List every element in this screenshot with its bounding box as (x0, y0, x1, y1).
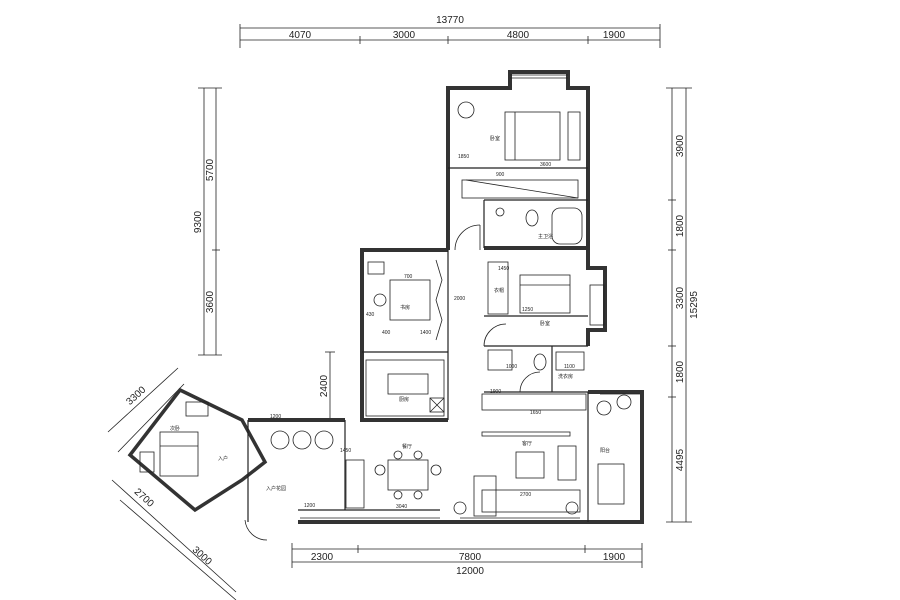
inner-dim: 2000 (454, 296, 465, 302)
exterior-walls (127, 70, 644, 524)
inner-dim: 1650 (530, 410, 541, 416)
dim-left-seg-2: 3600 (205, 290, 216, 313)
room-label-master-bed: 卧室 (490, 135, 500, 142)
interior-walls (247, 167, 589, 522)
inner-dim: 1850 (458, 154, 469, 160)
dim-left-total: 9300 (193, 210, 204, 233)
room-label-bedroom2: 卧室 (540, 320, 550, 327)
dim-top-total: 13770 (436, 15, 464, 26)
room-label-dining: 餐厅 (402, 443, 412, 450)
inner-dim: 1250 (522, 307, 533, 313)
dim-left-seg-1: 5700 (205, 158, 216, 181)
dim-left-small: 2400 (319, 374, 330, 397)
dim-top-seg-1: 4070 (289, 30, 312, 41)
room-label-study: 书房 (400, 304, 410, 311)
doors (244, 224, 541, 541)
dim-right-seg-2: 1800 (675, 214, 686, 237)
dim-wing-bottom: 3000 (190, 545, 214, 568)
inner-dim: 1200 (304, 503, 315, 509)
inner-dim: 1400 (420, 330, 431, 336)
room-label-closet: 衣帽 (494, 287, 504, 294)
inner-dim: 3040 (396, 504, 407, 510)
room-label-entrance: 入户 (218, 455, 228, 462)
inner-dim: 1100 (564, 364, 575, 370)
dim-top-seg-2: 3000 (393, 30, 416, 41)
dim-right-seg-4: 1800 (675, 360, 686, 383)
dimension-lines (107, 24, 692, 600)
inner-dim: 430 (366, 312, 375, 318)
room-label-foyer: 入户花园 (266, 485, 286, 492)
inner-dim: 900 (496, 172, 505, 178)
inner-dim: 1200 (270, 414, 281, 420)
inner-dim: 700 (404, 274, 413, 280)
room-label-laundry: 洗衣房 (558, 373, 573, 380)
inner-dim: 1000 (506, 364, 517, 370)
inner-dim: 3600 (540, 162, 551, 168)
dim-bottom-seg-3: 1900 (603, 552, 626, 563)
inner-dim: 400 (382, 330, 391, 336)
inner-dim: 1450 (340, 448, 351, 454)
room-label-living: 客厅 (522, 440, 532, 447)
windows (300, 74, 640, 519)
dim-right-seg-1: 3900 (675, 134, 686, 157)
inner-dim: 2700 (520, 492, 531, 498)
dim-right-total: 15295 (689, 291, 700, 319)
dim-bottom-total: 12000 (456, 566, 484, 577)
dim-top-seg-3: 4800 (507, 30, 530, 41)
dim-right-seg-5: 4495 (675, 448, 686, 471)
room-label-guest-bed: 次卧 (170, 425, 180, 432)
inner-dim: 1900 (490, 389, 501, 395)
room-label-kitchen: 厨房 (399, 396, 409, 403)
dim-right-seg-3: 3300 (675, 286, 686, 309)
room-label-balcony: 阳台 (600, 447, 610, 454)
dim-wing-top: 3300 (124, 384, 148, 407)
inner-dim: 1450 (498, 266, 509, 272)
dim-top-seg-4: 1900 (603, 30, 626, 41)
room-label-master-bath: 主卫浴 (538, 233, 553, 240)
furniture (139, 101, 632, 517)
dim-wing-left: 2700 (132, 487, 156, 510)
dim-bottom-seg-2: 7800 (459, 552, 482, 563)
dim-bottom-seg-1: 2300 (311, 552, 334, 563)
